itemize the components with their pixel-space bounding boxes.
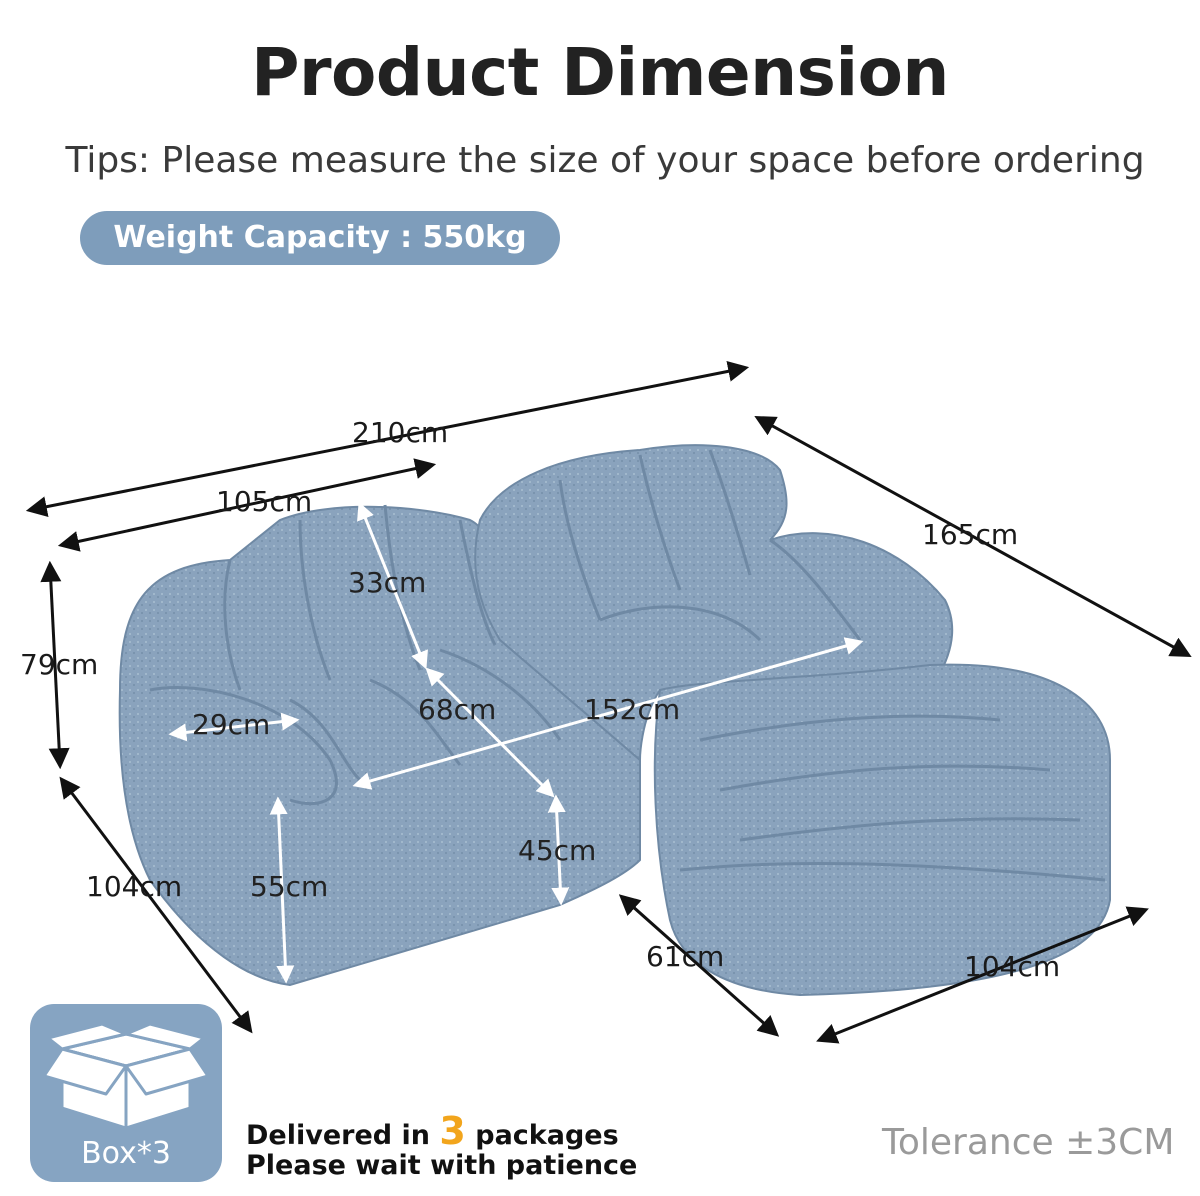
tips-text: Tips: Please measure the size of your sp… (65, 140, 1145, 181)
arrow-104-left (59, 776, 253, 1034)
dim-seat-depth: 68cm (418, 693, 497, 726)
arrow-152 (352, 637, 864, 790)
arrow-79 (40, 560, 70, 770)
dim-arm-height: 55cm (250, 870, 329, 903)
delivery-note: Delivered in 3 packages Please wait with… (246, 1109, 638, 1181)
dim-seat-height: 45cm (518, 834, 597, 867)
delivery-line-2: Please wait with patience (246, 1150, 638, 1181)
dim-ottoman-width: 104cm (964, 950, 1061, 983)
package-card (30, 1004, 222, 1182)
dim-sofa-width: 105cm (216, 485, 313, 518)
arrow-105 (57, 458, 437, 552)
arrow-61 (618, 894, 780, 1037)
box-icon (42, 1022, 210, 1130)
box-label: Box*3 (81, 1136, 171, 1171)
arrow-29 (168, 712, 300, 742)
dim-backrest: 33cm (348, 566, 427, 599)
delivery-line-1: Delivered in 3 packages (246, 1109, 619, 1153)
tolerance-note: Tolerance ±3CM (882, 1122, 1175, 1163)
dim-depth-left: 104cm (86, 870, 183, 903)
dim-seat-width: 152cm (584, 693, 681, 726)
dim-height: 79cm (20, 648, 99, 681)
dim-total-width: 210cm (352, 416, 449, 449)
arrow-104-right (816, 906, 1149, 1044)
arrow-165 (754, 415, 1192, 658)
arrow-55 (269, 796, 295, 984)
weight-capacity-badge: Weight Capacity : 550kg (80, 211, 560, 265)
page-title: Product Dimension (251, 34, 949, 111)
dim-depth-right: 165cm (922, 518, 1019, 551)
package-count: 3 (439, 1109, 466, 1153)
dim-arm-width: 29cm (192, 708, 271, 741)
dim-ottoman-depth: 61cm (646, 940, 725, 973)
arrow-45 (547, 794, 570, 906)
